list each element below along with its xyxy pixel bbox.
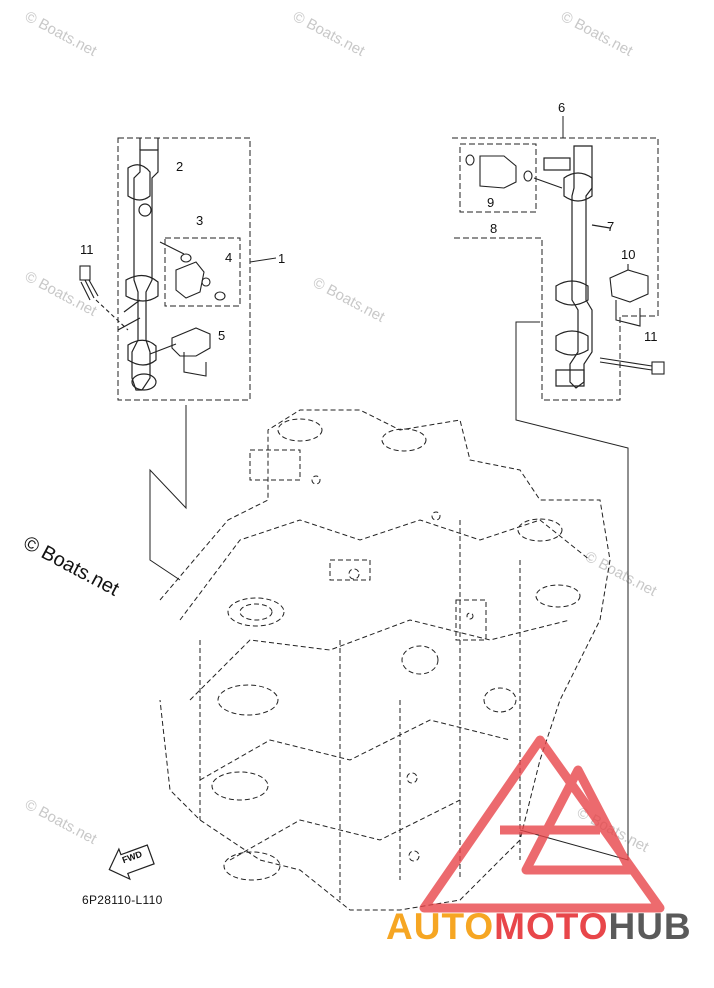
callout-4: 4 — [225, 250, 233, 265]
callout-5: 5 — [218, 328, 226, 343]
callout-11-left: 11 — [80, 242, 94, 257]
callout-8: 8 — [490, 221, 498, 236]
callout-1: 1 — [278, 251, 286, 266]
part-code: 6P28110-L110 — [82, 893, 163, 907]
brand-triangle-icon — [419, 735, 665, 913]
fwd-arrow-icon — [108, 844, 155, 881]
left-bolt — [79, 265, 129, 331]
left-clip — [149, 327, 211, 377]
leader-left-to-engine — [149, 405, 187, 581]
callout-3: 3 — [196, 213, 204, 228]
leader-right-to-engine — [515, 321, 629, 861]
right-assembly-box — [452, 137, 659, 401]
callout-7: 7 — [607, 219, 615, 234]
right-bolt — [599, 357, 665, 375]
callout-9: 9 — [487, 195, 495, 210]
right-clip — [609, 264, 649, 327]
callout-2: 2 — [176, 159, 184, 174]
callout-10: 10 — [621, 247, 636, 262]
brand-logo-text: AUTOMOTOHUB — [386, 906, 692, 948]
brand-part-auto: AUTO — [386, 906, 495, 947]
right-fuel-rail — [543, 145, 611, 389]
brand-part-hub: HUB — [608, 906, 692, 947]
left-fuel-rail — [117, 138, 159, 391]
left-assembly-box — [117, 137, 251, 401]
callout-11-right: 11 — [644, 329, 658, 344]
left-injector — [159, 241, 226, 301]
right-injector — [465, 154, 563, 189]
engine-block — [159, 409, 611, 911]
brand-part-moto: MOTO — [494, 906, 609, 947]
callout-6: 6 — [558, 100, 566, 115]
leader-1 — [249, 257, 277, 263]
